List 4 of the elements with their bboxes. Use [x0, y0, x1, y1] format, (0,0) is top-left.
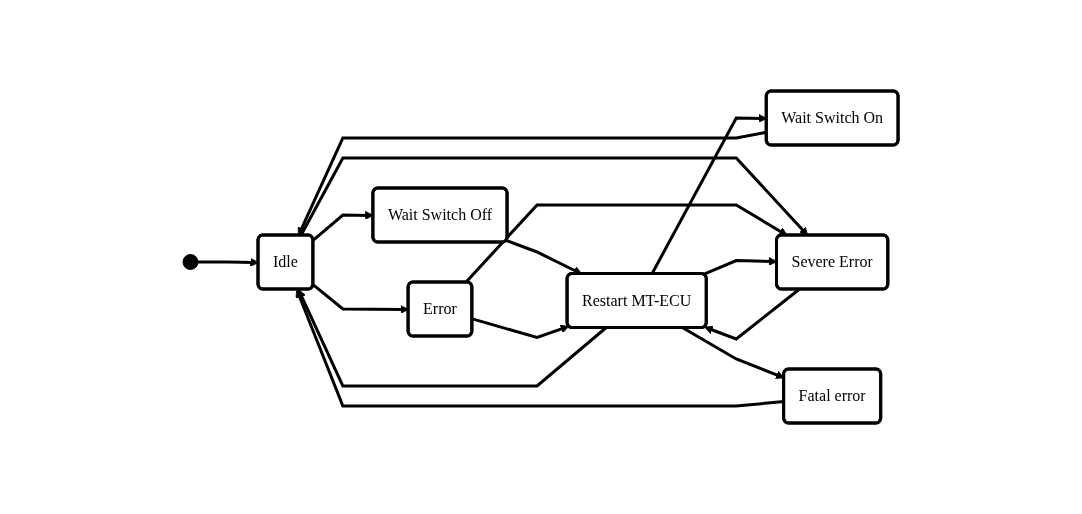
arrow	[472, 317, 570, 340]
arrow	[296, 289, 785, 408]
arrow	[298, 289, 608, 388]
node-circle	[182, 254, 199, 270]
